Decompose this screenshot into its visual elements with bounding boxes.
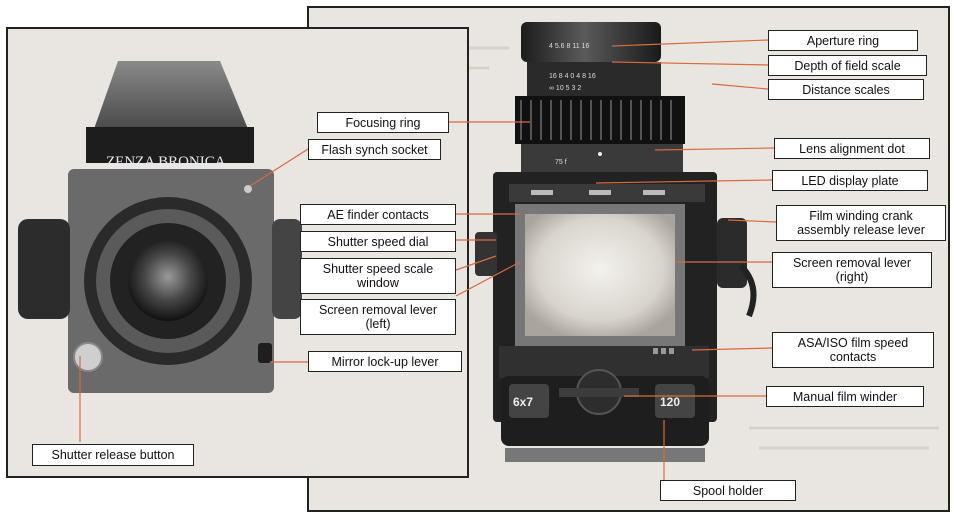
svg-text:∞ 10 5 3 2: ∞ 10 5 3 2 xyxy=(549,85,581,92)
callout-mirror-lockup-lever: Mirror lock-up lever xyxy=(308,351,462,372)
shutter-release-button xyxy=(73,342,103,372)
mirror-lockup-lever xyxy=(258,343,272,363)
format-label: 6x7 xyxy=(513,395,533,409)
callout-distance-scales: Distance scales xyxy=(768,79,924,100)
right-knob xyxy=(272,219,302,319)
svg-text:75 f: 75 f xyxy=(555,159,567,166)
lens-barrel: 4 5.6 8 11 16 16 8 4 0 4 8 16 ∞ 10 5 3 2… xyxy=(515,22,685,174)
shutter-speed-dial xyxy=(475,232,497,276)
callout-depth-of-field-scale: Depth of field scale xyxy=(768,55,927,76)
callout-asa-iso-contacts: ASA/ISO film speed contacts xyxy=(772,332,934,368)
film-label: 120 xyxy=(660,395,680,409)
callout-screen-removal-lever-right: Screen removal lever (right) xyxy=(772,252,932,288)
flash-socket xyxy=(244,185,252,193)
callout-ae-finder-contacts: AE finder contacts xyxy=(300,204,456,225)
callout-shutter-speed-scale-window: Shutter speed scale window xyxy=(300,258,456,294)
callout-shutter-speed-dial: Shutter speed dial xyxy=(300,231,456,252)
callout-manual-film-winder: Manual film winder xyxy=(766,386,924,407)
callout-film-winding-crank-release-lever: Film winding crank assembly release leve… xyxy=(776,205,946,241)
left-knob xyxy=(18,219,70,319)
camera-front-illustration: ZENZA BRONICA xyxy=(18,61,302,393)
film-crank xyxy=(717,218,747,288)
callout-spool-holder: Spool holder xyxy=(660,480,796,501)
svg-text:4 5.6 8 11 16: 4 5.6 8 11 16 xyxy=(549,43,589,50)
callout-flash-synch-socket: Flash synch socket xyxy=(308,139,441,160)
callout-led-display-plate: LED display plate xyxy=(772,170,928,191)
callout-shutter-release-button: Shutter release button xyxy=(32,444,194,466)
callout-focusing-ring: Focusing ring xyxy=(317,112,449,133)
camera-back-illustration: 4 5.6 8 11 16 16 8 4 0 4 8 16 ∞ 10 5 3 2… xyxy=(319,22,939,462)
callout-aperture-ring: Aperture ring xyxy=(768,30,918,51)
callout-screen-removal-lever-left: Screen removal lever (left) xyxy=(300,299,456,335)
focusing-screen xyxy=(525,214,675,336)
callout-lens-alignment-dot: Lens alignment dot xyxy=(774,138,930,159)
lens-glass xyxy=(128,241,208,321)
svg-text:16 8 4 0 4 8 16: 16 8 4 0 4 8 16 xyxy=(549,73,596,80)
prism-finder xyxy=(94,61,248,129)
brand-logo: ZENZA BRONICA xyxy=(106,154,226,170)
camera-front-panel: ZENZA BRONICA xyxy=(6,27,469,478)
